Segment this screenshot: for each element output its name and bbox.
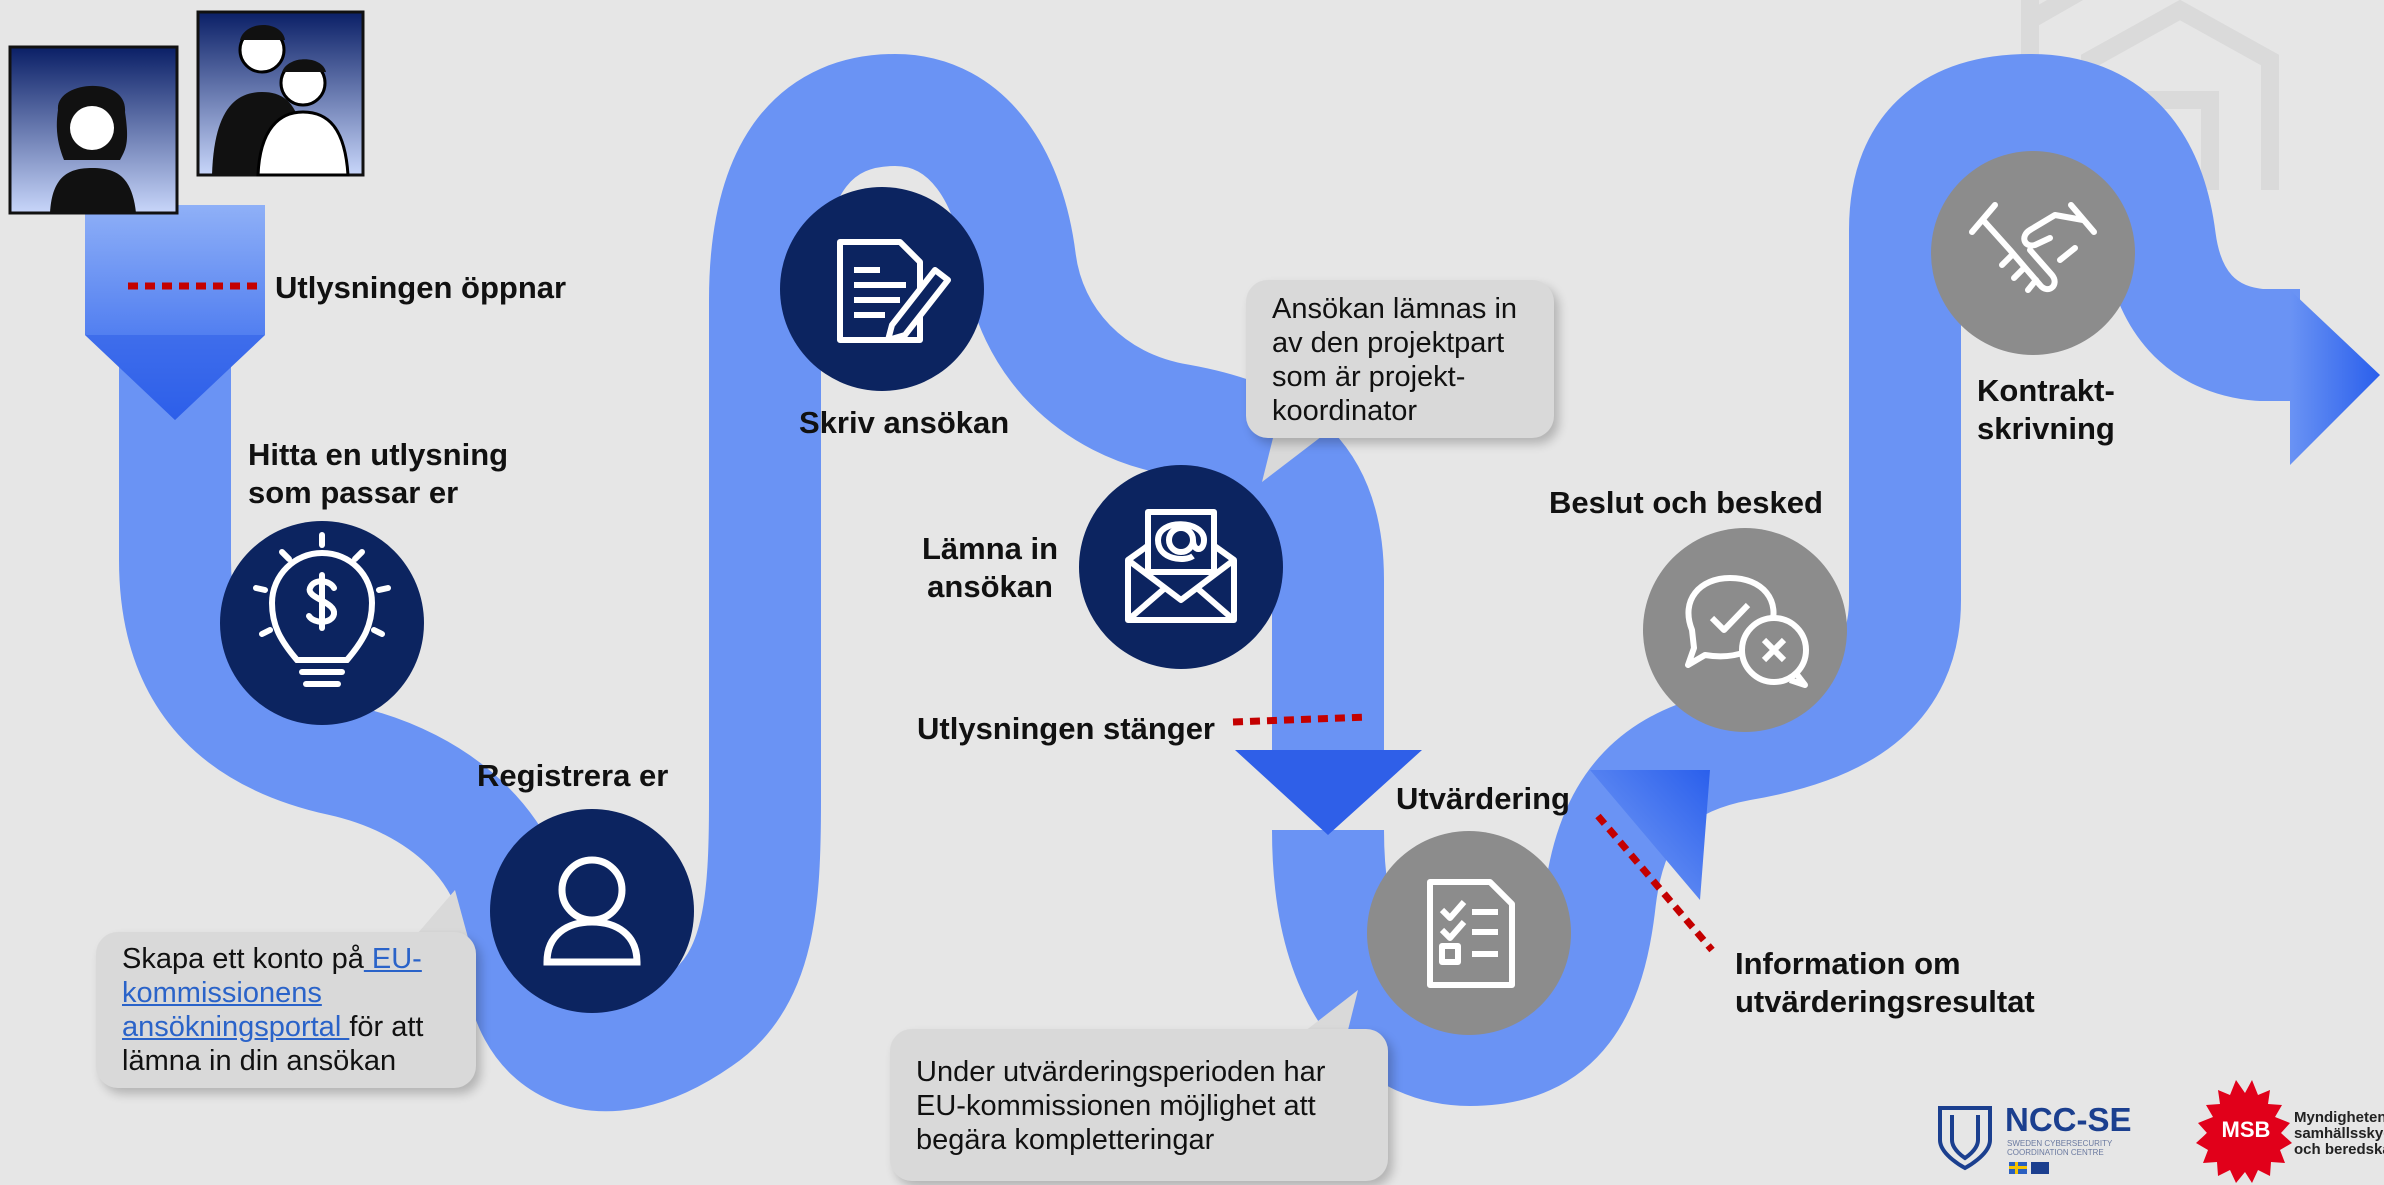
bubble-komplettering-line3: begära kompletteringar bbox=[916, 1124, 1215, 1156]
person-icon bbox=[543, 856, 641, 966]
closes-arrow bbox=[1235, 750, 1422, 835]
step-label-lamna-line1: Lämna in bbox=[922, 531, 1059, 566]
ncc-logo-subtitle: SWEDEN CYBERSECURITY COORDINATION CENTRE bbox=[2007, 1139, 2112, 1157]
document-pen-icon bbox=[837, 239, 951, 343]
step-label-beslut: Beslut och besked bbox=[1549, 485, 1823, 520]
bubble-koordinator-line3: som är projekt- bbox=[1272, 361, 1466, 393]
msb-line2: samhällsskydd bbox=[2294, 1125, 2384, 1142]
bubble-komplettering-line1: Under utvärderingsperioden har bbox=[916, 1056, 1326, 1088]
step-label-hitta-line1: Hitta en utlysning bbox=[248, 437, 509, 472]
info-label-line2: utvärderingsresultat bbox=[1735, 984, 2035, 1019]
bubble-konto-text-post: för att bbox=[349, 1011, 424, 1043]
envelope-at-icon bbox=[1125, 509, 1237, 623]
process-path-lower bbox=[1272, 54, 2316, 1106]
ncc-sub-line2: COORDINATION CENTRE bbox=[2007, 1148, 2104, 1157]
portal-link[interactable]: EU- bbox=[363, 943, 422, 975]
closes-marker bbox=[1232, 713, 1369, 726]
avatar-two-men bbox=[196, 10, 365, 177]
step-label-kontrakt-line1: Kontrakt- bbox=[1977, 373, 2115, 408]
step-circle-skriv bbox=[780, 187, 984, 391]
msb-line1: Myndigheten f bbox=[2294, 1109, 2384, 1126]
step-circle-registrera bbox=[490, 809, 694, 1013]
speech-check-cross-icon bbox=[1685, 575, 1809, 688]
info-label-line1: Information om bbox=[1735, 946, 1961, 981]
step-label-kontrakt-line2: skrivning bbox=[1977, 411, 2115, 446]
bubble-konto-line4: lämna in din ansökan bbox=[122, 1045, 397, 1077]
bubble-koordinator-line4: koordinator bbox=[1272, 395, 1418, 427]
bubble-konto-line2: kommissionens bbox=[122, 976, 450, 1010]
step-label-kontrakt: Kontrakt- skrivning bbox=[1977, 372, 2115, 448]
checklist-document-icon bbox=[1427, 879, 1515, 988]
step-label-lamna: Lämna in ansökan bbox=[922, 530, 1058, 606]
msb-logo bbox=[2196, 1080, 2292, 1183]
portal-link-cont[interactable]: kommissionens bbox=[122, 977, 322, 1009]
step-label-skriv: Skriv ansökan bbox=[799, 405, 1010, 440]
result-arrow bbox=[1590, 770, 1710, 900]
step-circle-utvardering bbox=[1367, 831, 1571, 1035]
bubble-koordinator: Ansökan lämnas in av den projektpart som… bbox=[1246, 280, 1554, 438]
closes-label: Utlysningen stänger bbox=[917, 711, 1215, 746]
end-arrow bbox=[2290, 290, 2380, 465]
step-circle-kontrakt bbox=[1931, 151, 2135, 355]
step-label-lamna-line2: ansökan bbox=[927, 569, 1053, 604]
process-path bbox=[119, 54, 1384, 1112]
bubble-komplettering: Under utvärderingsperioden har EU-kommis… bbox=[890, 1029, 1388, 1181]
avatar-woman bbox=[8, 45, 179, 215]
step-circle-beslut bbox=[1643, 528, 1847, 732]
bubble-konto-line1: Skapa ett konto på EU- bbox=[122, 942, 450, 976]
handshake-icon bbox=[1969, 202, 2097, 293]
opens-label: Utlysningen öppnar bbox=[275, 270, 567, 305]
info-marker bbox=[1595, 813, 1715, 953]
ncc-logo-name: NCC-SE bbox=[2005, 1101, 2132, 1138]
step-label-hitta-line2: som passar er bbox=[248, 475, 459, 510]
lightbulb-dollar-icon bbox=[253, 532, 391, 687]
bubble-konto: Skapa ett konto på EU- kommissionens ans… bbox=[96, 932, 476, 1088]
step-label-utvardering: Utvärdering bbox=[1396, 781, 1570, 816]
flags bbox=[2009, 1162, 2049, 1174]
ncc-sub-line1: SWEDEN CYBERSECURITY bbox=[2007, 1139, 2113, 1148]
bubble-koordinator-line2: av den projektpart bbox=[1272, 327, 1505, 359]
bubble-tail-koordinator bbox=[1262, 430, 1330, 482]
msb-logo-text: Myndigheten f samhällsskydd och beredska… bbox=[2294, 1110, 2384, 1158]
bubble-konto-line3: ansökningsportal för att bbox=[122, 1010, 450, 1044]
step-circle-hitta bbox=[220, 521, 424, 725]
portal-link-end[interactable]: ansökningsportal bbox=[122, 1011, 350, 1043]
bubble-komplettering-line2: EU-kommissionen möjlighet att bbox=[916, 1090, 1316, 1122]
bubble-konto-text-pre: Skapa ett konto på bbox=[122, 943, 364, 975]
info-label: Information om utvärderingsresultat bbox=[1735, 945, 2035, 1021]
msb-logo-mark: MSB bbox=[2221, 1117, 2271, 1142]
step-label-registrera: Registrera er bbox=[477, 758, 669, 793]
ncc-shield-logo bbox=[1938, 1106, 1992, 1171]
step-label-hitta: Hitta en utlysning som passar er bbox=[248, 436, 508, 512]
msb-line3: och beredskap bbox=[2294, 1141, 2384, 1158]
bubble-koordinator-line1: Ansökan lämnas in bbox=[1272, 293, 1518, 325]
step-circle-lamna bbox=[1079, 465, 1283, 669]
